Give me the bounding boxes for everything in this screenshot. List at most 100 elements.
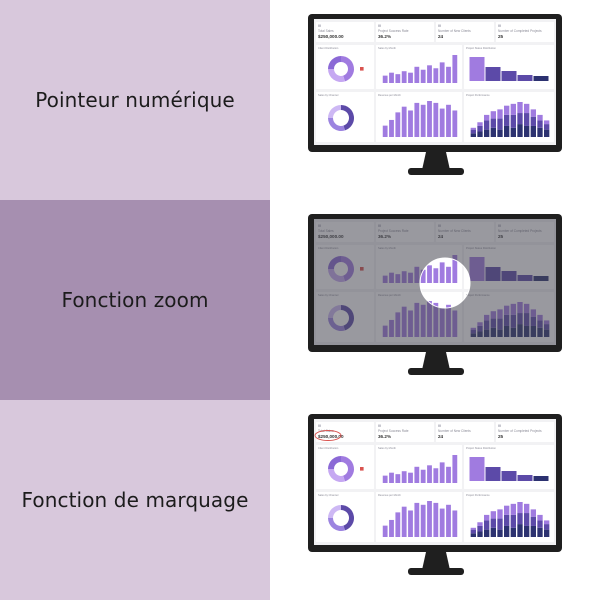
status-bar <box>501 471 517 481</box>
monitor-base <box>408 368 464 375</box>
kpi-label: Number of Completed Projects <box>498 29 542 33</box>
chart-title: Sales by Channel <box>318 93 339 97</box>
feature-label: Fonction zoom <box>61 288 209 312</box>
kpi-value: 25 <box>498 34 504 39</box>
stacked-bar-segment <box>517 113 523 125</box>
revenue-bar <box>408 110 413 137</box>
sales-bar <box>433 468 439 483</box>
stacked-bar-segment <box>477 531 483 537</box>
card-icon <box>438 424 441 427</box>
chart-title: Revenue per Month <box>378 493 401 497</box>
stacked-bar-segment <box>490 527 496 537</box>
revenue-bar <box>401 506 407 537</box>
stacked-bar-segment <box>497 509 503 519</box>
stacked-bar-segment <box>537 127 543 137</box>
chart-title: Sales by Month <box>378 46 396 50</box>
stacked-bar-segment <box>530 509 536 517</box>
stacked-bar-segment <box>504 125 510 137</box>
dashboard-card <box>316 22 374 42</box>
sales-bar <box>420 69 426 83</box>
sales-bar <box>395 474 401 483</box>
card-icon <box>438 24 441 27</box>
stacked-bar-segment <box>530 525 536 537</box>
stacked-bar-segment <box>510 527 516 537</box>
monitor-neck <box>422 152 450 170</box>
stacked-bar-segment <box>530 516 536 526</box>
stacked-bar-segment <box>490 518 496 528</box>
dashboard-card <box>496 422 554 442</box>
stacked-bar-segment <box>517 102 523 114</box>
revenue-bar <box>389 519 394 537</box>
stacked-bar-segment <box>497 518 503 530</box>
dashboard-card <box>496 22 554 42</box>
kpi-label: Number of New Clients <box>438 29 471 33</box>
sales-bar <box>433 68 439 83</box>
stacked-bar-segment <box>517 124 523 137</box>
donut-slice <box>328 518 346 531</box>
monitor-neck <box>422 352 450 370</box>
dashboard-card <box>436 22 494 42</box>
stacked-bar-segment <box>497 529 503 537</box>
legend-marker <box>360 467 364 471</box>
donut-slice <box>328 69 346 82</box>
dashboard-card <box>376 422 434 442</box>
revenue-bar <box>382 125 388 137</box>
row-marking: Fonction de marquage Total Sales$250,000… <box>0 400 600 600</box>
donut-slice <box>328 505 341 518</box>
stacked-bar-segment <box>484 129 490 137</box>
sales-bar <box>427 465 432 483</box>
donut-slice <box>341 505 354 531</box>
stacked-bar-segment <box>510 127 516 137</box>
marking-circle <box>314 430 342 441</box>
stacked-bar-segment <box>544 124 550 130</box>
stacked-bar-segment <box>477 125 483 132</box>
dashboard-card <box>316 92 374 142</box>
stacked-bar-segment <box>504 505 510 515</box>
status-bar <box>533 76 549 81</box>
label-panel: Fonction zoom <box>0 200 270 400</box>
monitor-base <box>408 568 464 575</box>
stacked-bar-segment <box>524 125 530 137</box>
stacked-bar-segment <box>530 116 536 126</box>
stacked-bar-segment <box>470 533 476 537</box>
stacked-bar-segment <box>524 103 530 114</box>
stacked-bar-segment <box>504 114 510 126</box>
revenue-bar <box>427 501 432 537</box>
stacked-bar-segment <box>484 520 490 530</box>
stacked-bar-segment <box>530 109 536 117</box>
revenue-bar <box>433 102 439 137</box>
chart-title: Client Distribution <box>318 446 339 450</box>
stacked-bar-segment <box>537 120 543 128</box>
sales-bar <box>401 71 407 83</box>
sales-bar <box>446 466 451 483</box>
revenue-bar <box>452 510 458 537</box>
stacked-bar-segment <box>544 529 550 537</box>
stacked-bar-segment <box>490 118 496 128</box>
kpi-value: 25 <box>498 434 504 439</box>
chart-title: Revenue per Month <box>378 93 401 97</box>
kpi-value: $250,000.00 <box>318 434 344 439</box>
sales-bar <box>389 72 394 83</box>
sales-bar <box>427 65 432 83</box>
kpi-value: 36.2% <box>378 34 391 39</box>
stacked-bar-segment <box>537 520 543 528</box>
sales-bar <box>452 55 458 83</box>
donut-slice <box>328 118 346 131</box>
monitor-neck <box>422 552 450 570</box>
stacked-bar-segment <box>497 129 503 137</box>
sales-bar <box>446 66 451 83</box>
stacked-bar-segment <box>470 133 476 137</box>
status-bar <box>517 475 533 481</box>
kpi-value: 24 <box>438 434 444 439</box>
kpi-value: $250,000.00 <box>318 34 344 39</box>
revenue-bar <box>395 112 401 137</box>
revenue-bar <box>446 504 451 537</box>
card-icon <box>318 424 321 427</box>
revenue-bar <box>420 104 426 137</box>
label-panel: Pointeur numérique <box>0 0 270 200</box>
revenue-bar <box>427 101 432 137</box>
stacked-bar-segment <box>544 524 550 530</box>
status-bar <box>533 476 549 481</box>
chart-title: Client Distribution <box>318 46 339 50</box>
